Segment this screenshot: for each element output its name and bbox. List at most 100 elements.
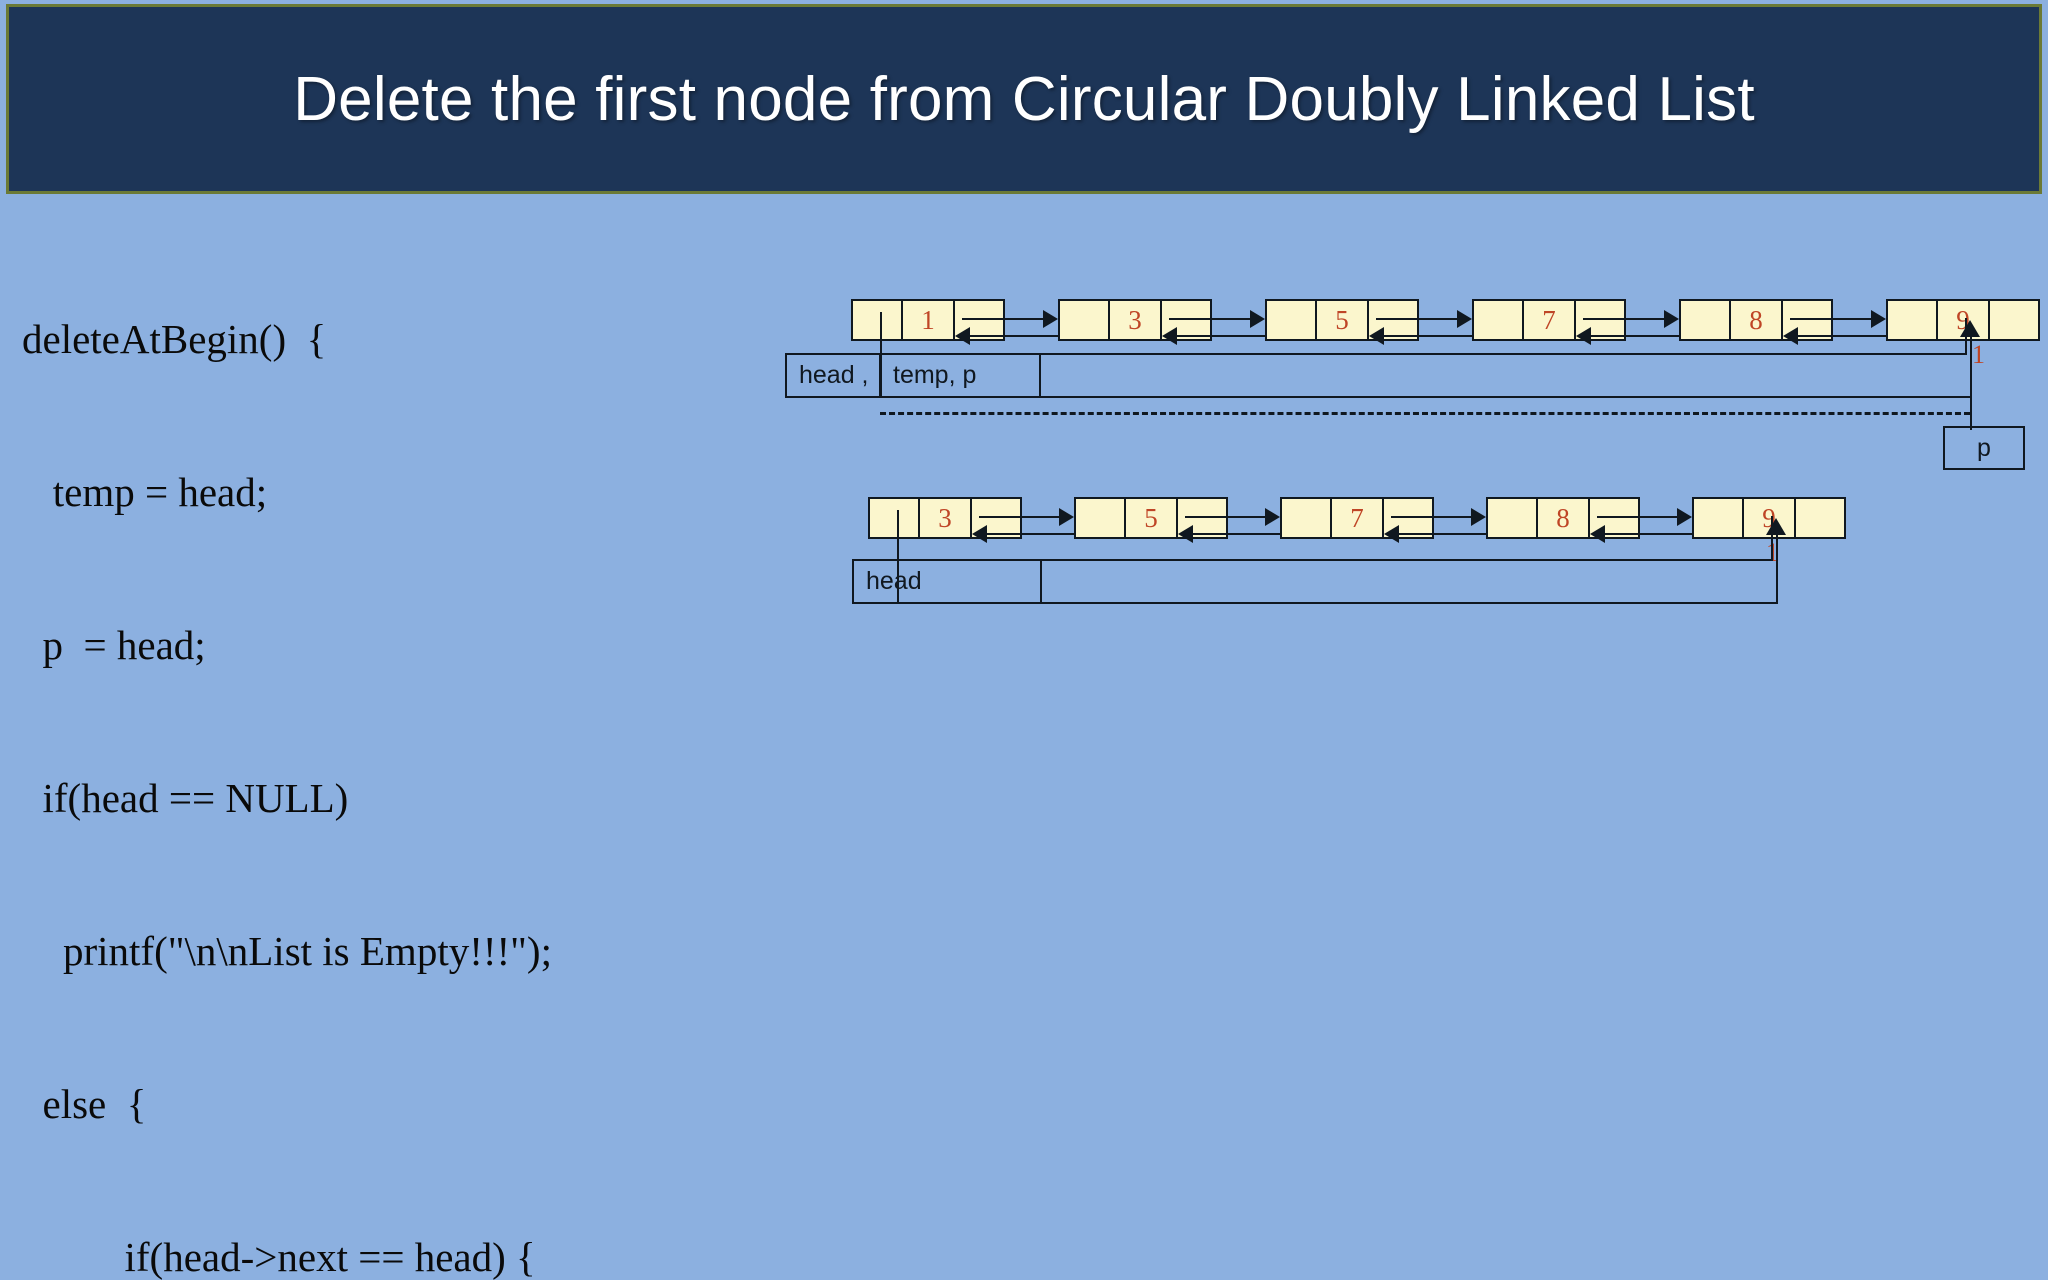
node-next-cell bbox=[970, 497, 1022, 539]
next-arrowhead-icon bbox=[1871, 310, 1886, 328]
node-next-cell bbox=[1781, 299, 1833, 341]
node-prev-cell bbox=[1074, 497, 1126, 539]
next-arrowhead-icon bbox=[1250, 310, 1265, 328]
node-data-cell: 5 bbox=[1315, 299, 1369, 341]
head-box-extension-line bbox=[1040, 396, 1970, 398]
code-line: else { bbox=[22, 1081, 147, 1127]
node-prev-cell bbox=[1265, 299, 1317, 341]
node-prev-cell bbox=[1486, 497, 1538, 539]
list-node: 7 bbox=[1280, 497, 1434, 539]
next-arrowhead-icon bbox=[1059, 508, 1074, 526]
head-prev-loop-horizontal bbox=[1040, 602, 1778, 604]
node-data-cell: 3 bbox=[918, 497, 972, 539]
code-line: p = head; bbox=[22, 622, 206, 668]
next-link-line bbox=[1376, 318, 1464, 320]
tail-to-head-horizontal bbox=[785, 353, 1967, 355]
next-arrowhead-icon bbox=[1471, 508, 1486, 526]
list-node: 5 bbox=[1074, 497, 1228, 539]
next-link-line bbox=[962, 318, 1050, 320]
list-node: 9 bbox=[1886, 299, 2040, 341]
tail-to-head-vertical bbox=[1965, 318, 1967, 354]
node-next-cell bbox=[1574, 299, 1626, 341]
code-line: if(head == NULL) bbox=[22, 775, 349, 821]
list-node: 8 bbox=[1486, 497, 1640, 539]
node-next-cell bbox=[1988, 299, 2040, 341]
node-data-cell: 9 bbox=[1936, 299, 1990, 341]
next-link-line bbox=[1169, 318, 1257, 320]
list-node: 1 bbox=[851, 299, 1005, 341]
tail-index-label: 1 bbox=[1766, 538, 1779, 567]
prev-link-line bbox=[985, 533, 1075, 535]
prev-link-line bbox=[1397, 533, 1487, 535]
node-next-cell bbox=[1176, 497, 1228, 539]
list-node: 3 bbox=[1058, 299, 1212, 341]
node-next-cell bbox=[953, 299, 1005, 341]
code-line: if(head->next == head) { bbox=[22, 1234, 536, 1280]
node-data-cell: 1 bbox=[901, 299, 955, 341]
p-pointer-box: p bbox=[1943, 426, 2025, 470]
node-data-cell: 8 bbox=[1729, 299, 1783, 341]
tail-to-head-vertical bbox=[1771, 516, 1773, 559]
prev-link-line bbox=[1589, 335, 1679, 337]
node-prev-cell bbox=[851, 299, 903, 341]
prev-arrowhead-icon bbox=[972, 525, 987, 543]
tail-index-label: 1 bbox=[1972, 340, 1985, 369]
slide-title-bar: Delete the first node from Circular Doub… bbox=[6, 4, 2042, 194]
next-link-line bbox=[1583, 318, 1671, 320]
next-arrowhead-icon bbox=[1457, 310, 1472, 328]
prev-arrowhead-icon bbox=[1162, 327, 1177, 345]
code-listing: deleteAtBegin() { temp = head; p = head;… bbox=[22, 212, 842, 1280]
prev-link-line bbox=[1191, 533, 1281, 535]
prev-arrowhead-icon bbox=[1178, 525, 1193, 543]
node-data-cell: 7 bbox=[1330, 497, 1384, 539]
prev-arrowhead-icon bbox=[1369, 327, 1384, 345]
next-link-line bbox=[979, 516, 1067, 518]
node-data-cell: 8 bbox=[1536, 497, 1590, 539]
prev-arrowhead-icon bbox=[1384, 525, 1399, 543]
head-prev-loop-vertical bbox=[1776, 528, 1778, 604]
head-pointer-box: head bbox=[852, 559, 1042, 604]
list-node: 8 bbox=[1679, 299, 1833, 341]
head-pointer-stem bbox=[880, 312, 882, 398]
head-pointer-stem bbox=[897, 510, 899, 604]
p-pointer-arrowhead-icon bbox=[1960, 320, 1980, 337]
next-arrowhead-icon bbox=[1677, 508, 1692, 526]
node-prev-cell bbox=[1692, 497, 1744, 539]
temp-p-pointer-box: temp, p bbox=[879, 353, 1041, 398]
node-data-cell: 7 bbox=[1522, 299, 1576, 341]
node-next-cell bbox=[1382, 497, 1434, 539]
node-prev-cell bbox=[868, 497, 920, 539]
tail-to-head-horizontal bbox=[852, 559, 1773, 561]
prev-arrowhead-icon bbox=[1576, 327, 1591, 345]
prev-link-line bbox=[1796, 335, 1886, 337]
node-next-cell bbox=[1794, 497, 1846, 539]
p-pointer-stem bbox=[1970, 330, 1972, 430]
list-node: 9 bbox=[1692, 497, 1846, 539]
prev-link-line bbox=[968, 335, 1058, 337]
node-next-cell bbox=[1367, 299, 1419, 341]
next-link-line bbox=[1185, 516, 1273, 518]
next-arrowhead-icon bbox=[1043, 310, 1058, 328]
next-link-line bbox=[1597, 516, 1685, 518]
head-prev-arrowhead-icon bbox=[1766, 518, 1786, 535]
prev-link-line bbox=[1603, 533, 1693, 535]
node-prev-cell bbox=[1472, 299, 1524, 341]
dashed-separator bbox=[880, 412, 1970, 415]
list-node: 7 bbox=[1472, 299, 1626, 341]
node-data-cell: 3 bbox=[1108, 299, 1162, 341]
next-arrowhead-icon bbox=[1265, 508, 1280, 526]
prev-link-line bbox=[1382, 335, 1472, 337]
node-prev-cell bbox=[1679, 299, 1731, 341]
next-link-line bbox=[1391, 516, 1479, 518]
p-pointer-label: p bbox=[1977, 433, 1991, 462]
page-title: Delete the first node from Circular Doub… bbox=[293, 64, 1755, 134]
code-line: printf("\n\nList is Empty!!!"); bbox=[22, 928, 552, 974]
next-link-line bbox=[1790, 318, 1878, 320]
prev-arrowhead-icon bbox=[1590, 525, 1605, 543]
temp-p-pointer-label: temp, p bbox=[893, 361, 977, 389]
node-prev-cell bbox=[1280, 497, 1332, 539]
prev-link-line bbox=[1175, 335, 1265, 337]
code-line: temp = head; bbox=[22, 469, 268, 515]
list-node: 5 bbox=[1265, 299, 1419, 341]
